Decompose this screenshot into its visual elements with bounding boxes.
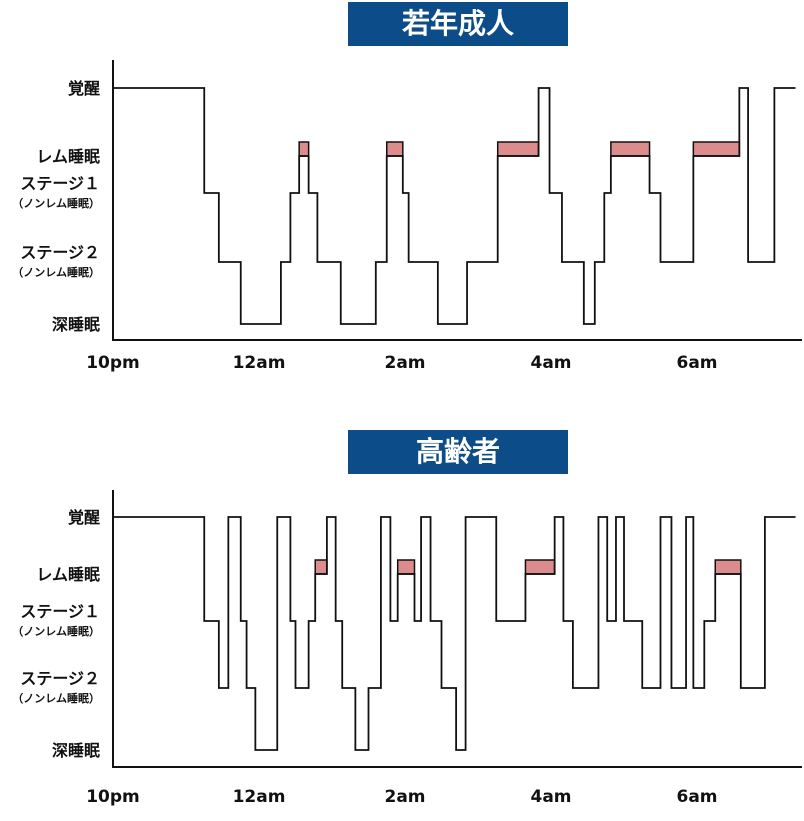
y-tick-sublabel: （ノンレム睡眠） <box>12 624 100 638</box>
x-tick-label: 2am <box>384 353 425 373</box>
chart-title-elderly: 高齢者 <box>348 430 568 474</box>
y-tick-sublabel: （ノンレム睡眠） <box>12 196 100 210</box>
x-tick-label: 6am <box>676 353 717 373</box>
rem-bar <box>396 559 416 575</box>
y-tick-label: ステージ１ <box>20 602 100 621</box>
y-tick-label: レム睡眠 <box>36 565 100 584</box>
y-tick-label: レム睡眠 <box>36 147 100 166</box>
y-tick-label: ステージ２ <box>20 243 100 262</box>
x-tick-label: 2am <box>384 787 425 807</box>
rem-bar <box>610 141 651 157</box>
y-tick-label: 深睡眠 <box>52 741 100 760</box>
sleep-stage-line <box>113 516 796 751</box>
x-tick-label: 12am <box>233 353 286 373</box>
x-tick-label: 6am <box>676 787 717 807</box>
rem-bar <box>314 559 328 575</box>
y-tick-sublabel: （ノンレム睡眠） <box>12 265 100 279</box>
rem-bar <box>692 141 741 157</box>
y-tick-label: ステージ２ <box>20 669 100 688</box>
rem-bar <box>524 559 556 575</box>
x-tick-label: 4am <box>530 353 571 373</box>
x-tick-label: 10pm <box>86 787 140 807</box>
sleep-stage-line <box>113 87 796 325</box>
y-tick-label: 深睡眠 <box>52 315 100 334</box>
y-tick-label: 覚醒 <box>68 508 100 527</box>
rem-bar <box>496 141 540 157</box>
x-tick-label: 4am <box>530 787 571 807</box>
y-tick-label: 覚醒 <box>68 79 100 98</box>
rem-bar <box>386 141 404 157</box>
chart-title-young-adult: 若年成人 <box>348 2 568 46</box>
y-tick-label: ステージ１ <box>20 174 100 193</box>
rem-bar <box>714 559 742 575</box>
x-tick-label: 12am <box>233 787 286 807</box>
x-tick-label: 10pm <box>86 353 140 373</box>
rem-bar <box>298 141 310 157</box>
y-tick-sublabel: （ノンレム睡眠） <box>12 691 100 705</box>
